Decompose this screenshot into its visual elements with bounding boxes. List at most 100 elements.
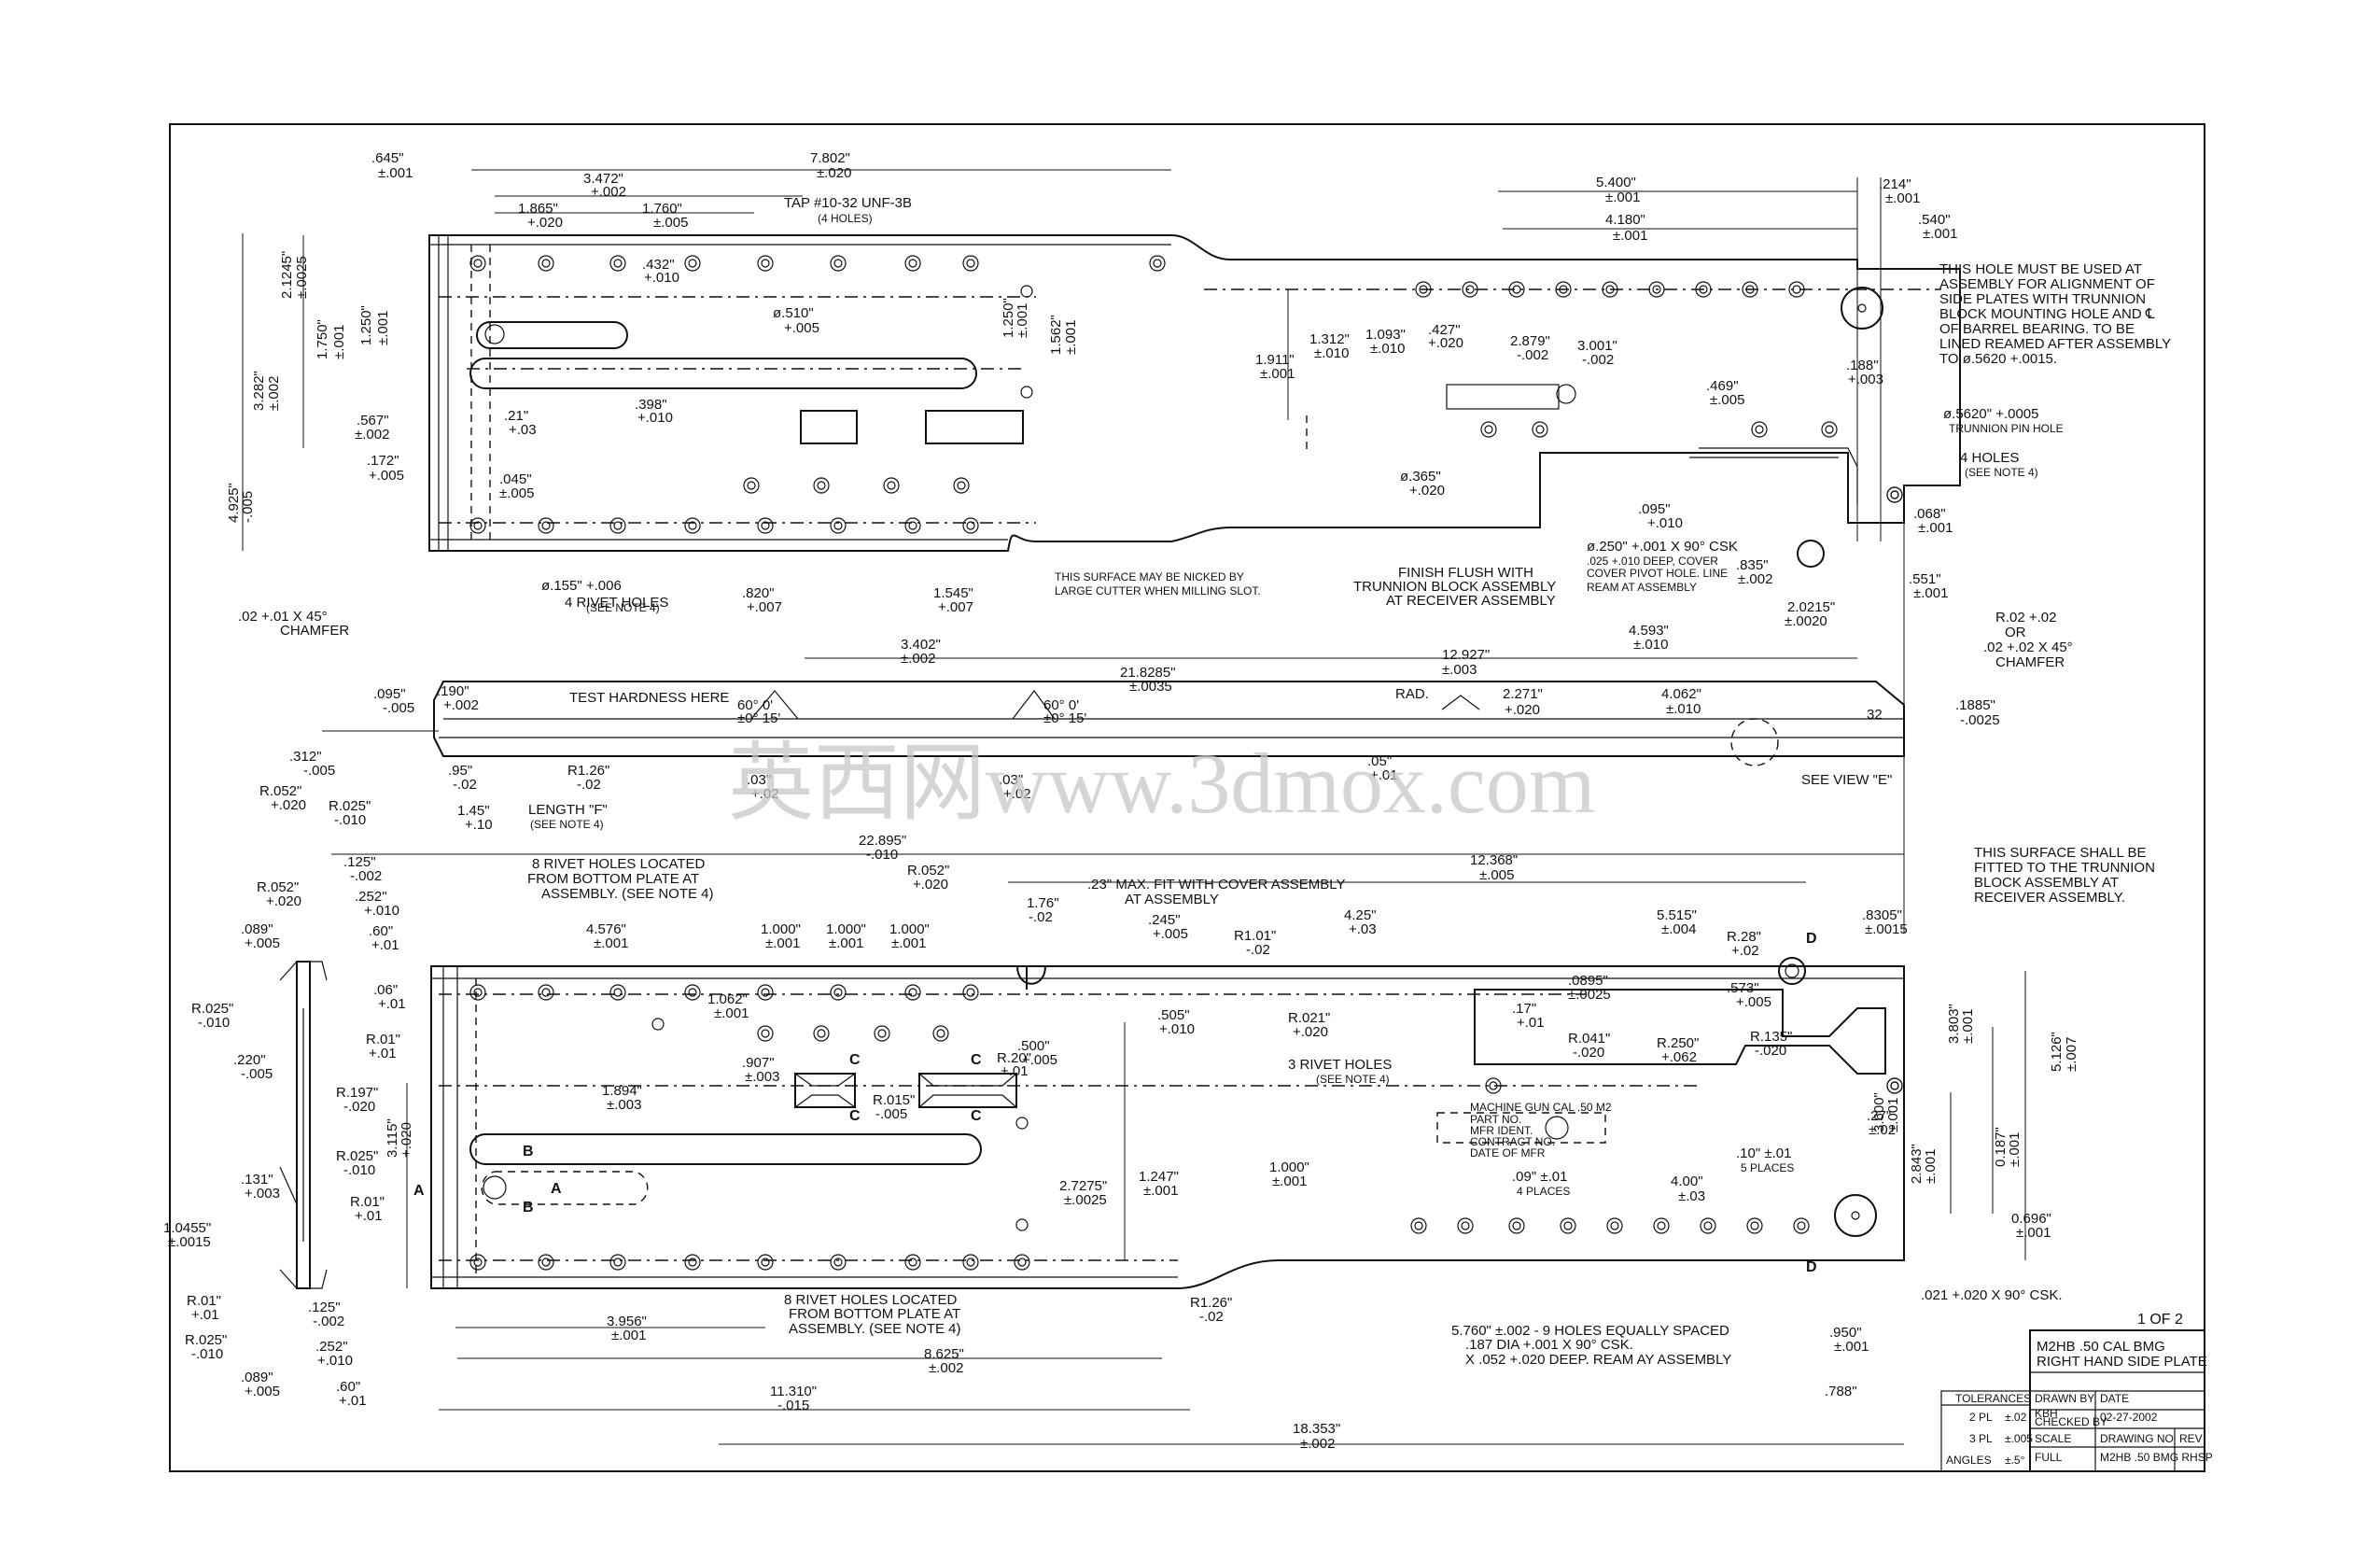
rivet-hole-inner [908,259,917,268]
dim-label: .551" [1909,571,1941,587]
rivet-hole-inner [908,1258,917,1267]
dim-label: ±.001 [1143,1183,1178,1199]
rivet-hole-inner [1559,285,1568,294]
dim-label: .469" [1706,378,1739,394]
rivet-hole [1742,281,1758,298]
dimension-lines [242,169,2026,1445]
dim-label: 4.00" [1671,1174,1703,1189]
dim-label: ±0° 15' [737,710,780,726]
dim-label: ±.002 [901,651,935,667]
dim-label: 4.576" [586,921,626,937]
title-block-scale_label: SCALE [2035,1432,2071,1445]
dim-label: +.005 [1736,994,1771,1010]
rivet-hole [962,1254,979,1271]
rivet-hole-inner [1414,1221,1423,1230]
rivet-hole [1606,1217,1623,1234]
rivet-hole-inner [761,1029,770,1038]
rivet-hole [932,1025,949,1042]
dim-label: FINISH FLUSH WITH [1398,565,1533,581]
dim-label: ø.365" [1400,469,1441,485]
dim-label: 5.400" [1596,175,1636,190]
dim-label: +.020 [913,877,948,892]
rivet-hole-inner [688,988,697,997]
dim-label: AT ASSEMBLY [1125,892,1219,907]
rivet-hole [830,984,847,1001]
dim-label: +.005 [245,935,280,951]
rivet-hole-inner [833,521,843,530]
dim-label: R.135" [1750,1029,1792,1045]
dim-label: 1.45" [457,803,490,819]
rivet-hole-inner [761,1258,770,1267]
dim-label: +.10 [465,817,493,833]
dim-label: +.020 [266,893,301,909]
dim-label: +.007 [938,599,973,615]
dim-label: +.020 [527,215,563,231]
dim-label: 1.76" [1027,895,1059,911]
dim-label: ±.0035 [1129,679,1172,695]
dim-label: TAP #10-32 UNF-3B [784,195,912,211]
dim-label: 1.250" [1001,298,1016,338]
dim-label: .950" [1829,1325,1862,1341]
rivet-hole-inner [1512,1221,1521,1230]
rivet-hole [609,517,626,534]
dim-label: R.025" [191,1001,233,1017]
dim-label: ±.007 [2064,1037,2079,1072]
dim-label: -.010 [866,847,898,863]
title-block-anglesv: ±.5° [2005,1454,2025,1467]
rivet-hole-inner [957,481,966,490]
dim-label: 3.282" [251,371,267,411]
dim-label: ø.510" [773,305,814,321]
section-mark: A [551,1181,562,1197]
dim-label: ±.010 [1666,701,1701,717]
dim-label: .021 +.020 X 90° CSK. [1921,1287,2063,1303]
rivet-hole [883,477,900,494]
dim-label: PART NO. [1470,1113,1521,1126]
dim-label: +.007 [747,599,782,615]
dim-label: OF BARREL BEARING. TO BE [1939,321,2135,337]
dim-label: ±.002 [355,427,389,443]
rivet-hole [757,984,774,1001]
dim-label: ±.010 [1314,345,1349,361]
left-section-views [279,961,328,1289]
dim-label: 1.865" [518,201,558,217]
rivet-hole [1485,1077,1502,1094]
title-block-dec2: 2 PL [1969,1411,1993,1424]
rivet-hole [1886,486,1903,503]
rivet-hole [904,1254,921,1271]
dim-label: ±.010 [1370,341,1405,357]
title-block-drawn_name: KBH [2035,1407,2058,1420]
rivet-hole [1751,421,1768,438]
dim-label: +.02 [751,786,779,802]
rivet-hole-inner [966,259,975,268]
rivet-hole-inner [833,259,843,268]
rivet-hole [953,477,970,494]
dim-label: ±.0015 [1865,921,1908,937]
dim-label: 5.760" ±.002 - 9 HOLES EQUALLY SPACED [1451,1323,1729,1339]
dim-label: +.005 [1022,1052,1057,1068]
dim-label: ø.250" +.001 X 90° CSK [1587,539,1738,555]
dim-label: 2.879" [1510,333,1550,349]
dim-label: 4 PLACES [1517,1185,1570,1198]
dim-label: 4 RIVET HOLES [565,595,668,611]
rivet-hole [830,517,847,534]
dim-label: .252" [355,889,387,905]
dim-label: .10" ±.01 [1736,1145,1791,1161]
rivet-hole [813,1025,830,1042]
dim-label: -.010 [334,812,366,828]
dim-label: .03" [747,772,771,788]
dim-label: +.01 [1370,767,1398,783]
rivet-hole-inner [1825,425,1834,434]
dim-label: FROM BOTTOM PLATE AT [789,1306,960,1322]
dim-label: -.002 [1582,352,1614,368]
rivet-hole-inner [473,521,483,530]
dim-label: -.002 [1517,347,1548,363]
rivet-hole [469,1254,486,1271]
dim-label: +.01 [378,996,406,1012]
dim-label: ±.020 [817,165,851,181]
rivet-hole-inner [688,259,697,268]
rivet-hole [1149,255,1166,272]
dim-label: ø.5620" +.0005 [1943,406,2039,422]
rivet-hole [757,255,774,272]
dim-label: .645" [371,150,404,166]
